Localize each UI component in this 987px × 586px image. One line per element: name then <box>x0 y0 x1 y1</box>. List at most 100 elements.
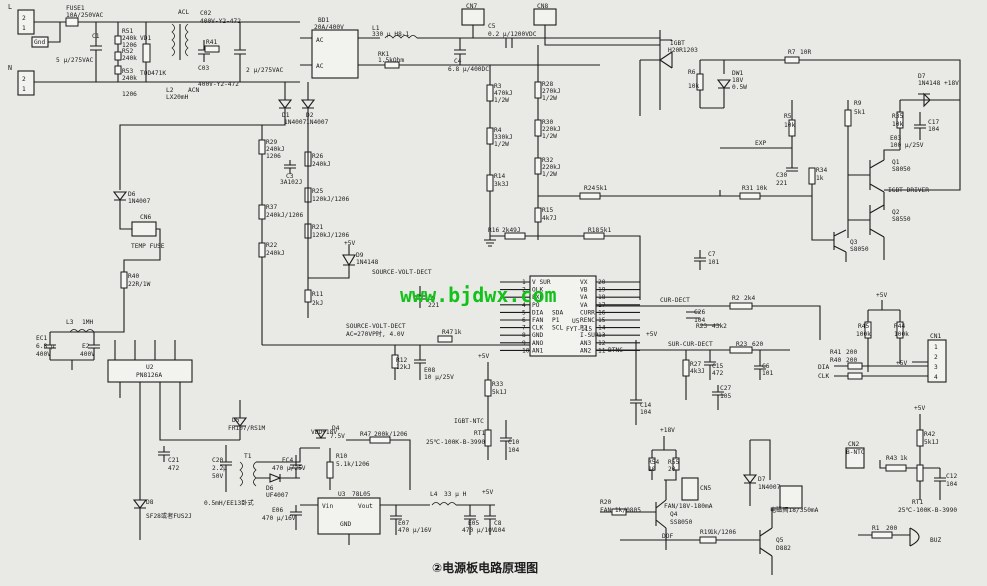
r52-value: 240k <box>122 55 137 62</box>
e2-label: E2 <box>82 343 90 350</box>
q4-value: SS8050 <box>670 519 693 526</box>
low-voltage-supply: VDD+18V D4 7.5V R10 5.1k/1206 R47 200k/1… <box>256 425 505 545</box>
e05-label: E05 <box>468 520 479 527</box>
r12-label: R12 <box>396 357 407 364</box>
d4-label: D4 <box>332 425 340 432</box>
cur-dect-label: CUR-DECT <box>660 297 690 304</box>
r4-value: 330kJ <box>494 134 513 141</box>
ntc-sense: +5V R33 5k1J IGBT-NTC RT1 25℃-100K-B-399… <box>426 353 519 460</box>
u5-left-pin-label: AN1 <box>532 347 543 354</box>
cn1-interface: +5V R45 100k R44 100k CN1 1 2 3 4 +5V R4… <box>818 292 947 383</box>
e06-value: 470 μ/16V <box>262 515 296 522</box>
r51-size: 1206 <box>122 42 137 49</box>
r40b-label: R40 <box>830 357 841 364</box>
vd1-value: TOD471K <box>140 70 166 77</box>
r1-label: R1 <box>872 525 880 532</box>
r47b-value: 200k/1206 <box>374 431 408 438</box>
r31-label: R31 <box>742 185 753 192</box>
exp-label: EXP <box>755 140 766 147</box>
c02-label: C02 <box>200 10 211 17</box>
rt1b-label: RT1 <box>912 499 923 506</box>
c17-label: C17 <box>928 119 939 126</box>
r19-value: 1k/1206 <box>710 529 736 536</box>
r24-label: R24 <box>584 185 595 192</box>
d5-value: FR107/RS1M <box>228 425 266 432</box>
src-volt-label-2: SOURCE-VOLT-DECT <box>346 323 406 330</box>
rt1b-value: 25℃-100K-B-3990 <box>898 507 957 514</box>
fan-note: FAN/18V-180mA <box>664 503 713 510</box>
u5-right-pin-label: AN2 <box>580 347 591 354</box>
c6-label: C6 <box>762 363 770 370</box>
c20-voltage: 50V <box>212 473 223 480</box>
r10-label: R10 <box>336 453 347 460</box>
r40-value: 22R/1W <box>128 281 151 288</box>
u2-value: PN8126A <box>136 372 162 379</box>
r30-power: 1/2W <box>542 133 557 140</box>
d1-value: 1N4007 <box>284 119 307 126</box>
r30-label: R30 <box>542 119 553 126</box>
r47b-label: R47 <box>360 431 371 438</box>
c21-value: 472 <box>168 465 179 472</box>
r14-value: 3k3J <box>494 181 509 188</box>
connector-cn1 <box>927 339 947 383</box>
d6-value: 1N4007 <box>128 198 151 205</box>
r53-value: 240k <box>122 75 137 82</box>
d7a-value: 1N4148 <box>918 80 941 87</box>
r42-value: 5k1J <box>924 439 939 446</box>
connector-l <box>17 9 35 35</box>
cn1-pin-4: 4 <box>934 374 938 381</box>
r4-power: 1/2W <box>494 141 509 148</box>
u3-value: 78L05 <box>352 491 371 498</box>
c30-value: 221 <box>776 180 787 187</box>
t1-value: 0.5mH/EE13卧式 <box>204 499 254 507</box>
ec4-label: EC4 <box>282 457 293 464</box>
c5-label: C5 <box>488 23 496 30</box>
r47-label: R47 <box>442 329 453 336</box>
sur-cur-label: SUR-CUR-DECT <box>668 341 713 348</box>
r22-value: 240kJ <box>266 250 285 257</box>
pin-n-2: 2 <box>22 76 26 83</box>
rt1-value: 25℃-100K-B-3990 <box>426 439 485 446</box>
r30-value: 220kJ <box>542 126 561 133</box>
c8-value: 104 <box>494 527 505 534</box>
r53-size: 1206 <box>122 91 137 98</box>
relay-note: 电磁阀18/350mA <box>770 506 819 514</box>
c4-value: 6.8 μ/400DC <box>448 66 489 73</box>
r20-value: FAN 1k/0805 <box>600 507 641 514</box>
r25-label: R25 <box>312 188 323 195</box>
connector-cn5 <box>681 477 699 501</box>
c9-value: 221 <box>428 302 439 309</box>
r41-label: R41 <box>206 39 217 46</box>
u5-left-mid-label: P1 <box>552 317 560 324</box>
ec1-value: 6.8 μ <box>36 343 55 350</box>
d6b-value: UF4007 <box>266 492 289 499</box>
u2-chip <box>107 359 193 383</box>
c8-label: C8 <box>494 520 502 527</box>
r11-label: R11 <box>312 291 323 298</box>
d6b-label: D6 <box>266 485 274 492</box>
r44-label: R44 <box>894 323 905 330</box>
ec1-voltage: 400V <box>36 351 51 358</box>
l2-value: LX20mH <box>166 94 189 101</box>
e07-label: E07 <box>398 520 409 527</box>
r34-value: 1k <box>816 175 824 182</box>
r9-label: R9 <box>854 100 862 107</box>
r2-value: 2k4 <box>744 295 755 302</box>
vd1-label: VD1 <box>140 35 151 42</box>
bntc-buzzer: +5V R42 5k1J R43 1k C12 104 CN2 B-NTC RT… <box>845 405 957 547</box>
e06-label: E06 <box>272 507 283 514</box>
r29-size: 1206 <box>266 153 281 160</box>
d2-label: D2 <box>306 112 314 119</box>
u5-left-mid-label: SCL <box>552 325 563 332</box>
connector-n <box>17 70 35 96</box>
c20-label: C20 <box>212 457 223 464</box>
c3-value: 3A102J <box>280 179 302 186</box>
bd1-ac2: AC <box>316 63 324 70</box>
e05-value: 470 μ/10V <box>462 527 496 534</box>
d6-label: D6 <box>128 191 136 198</box>
c27-value: 105 <box>720 393 731 400</box>
label-gnd: Gnd <box>34 39 45 46</box>
c03-value: 400V-Y2-472 <box>198 81 239 88</box>
dw1-label: DW1 <box>732 70 743 77</box>
igbt-label: IGBT <box>670 40 685 47</box>
